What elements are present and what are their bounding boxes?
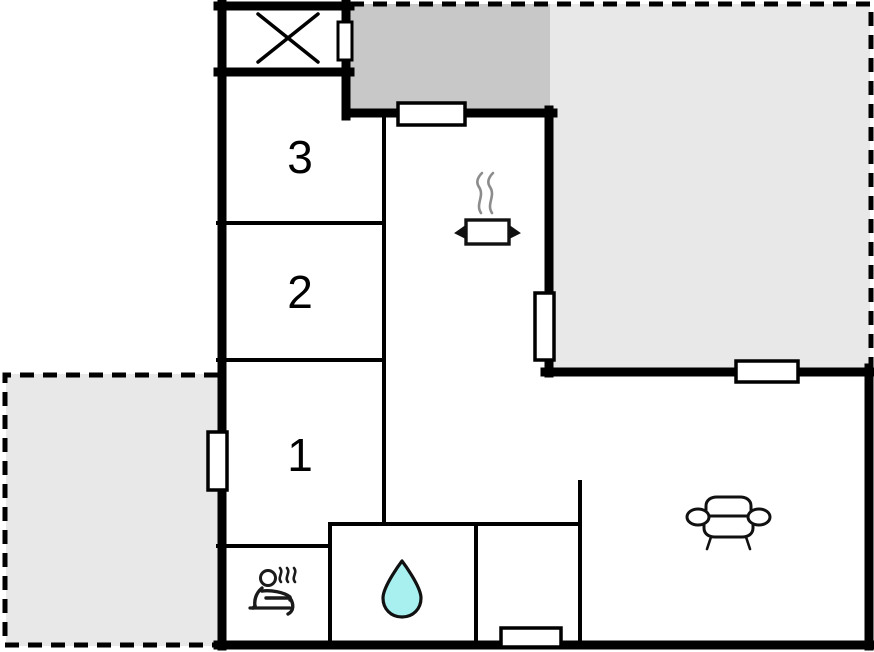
cooking-pot-icon [454, 171, 521, 246]
interior-walls [216, 110, 582, 648]
window-vertical[interactable] [336, 20, 354, 62]
openings [206, 20, 800, 649]
room-number-2: 2 [287, 266, 313, 318]
sauna-icon [248, 566, 297, 616]
sofa-icon [685, 495, 772, 551]
terrace-east-dashed [350, 1, 874, 370]
cross-icon [256, 12, 320, 64]
room-labels: 3 2 1 [287, 131, 313, 481]
terrace-west [6, 374, 218, 646]
window-horizontal[interactable] [499, 626, 563, 649]
covered-terrace [350, 4, 550, 112]
room-number-3: 3 [287, 131, 313, 183]
window-vertical[interactable] [206, 430, 229, 492]
window-vertical[interactable] [533, 291, 556, 362]
zone-fills [6, 4, 870, 646]
window-horizontal[interactable] [396, 101, 467, 127]
terrace-west-dashed [2, 372, 218, 648]
window-horizontal[interactable] [734, 359, 800, 384]
room-number-1: 1 [287, 429, 313, 481]
water-drop-icon [381, 559, 423, 619]
